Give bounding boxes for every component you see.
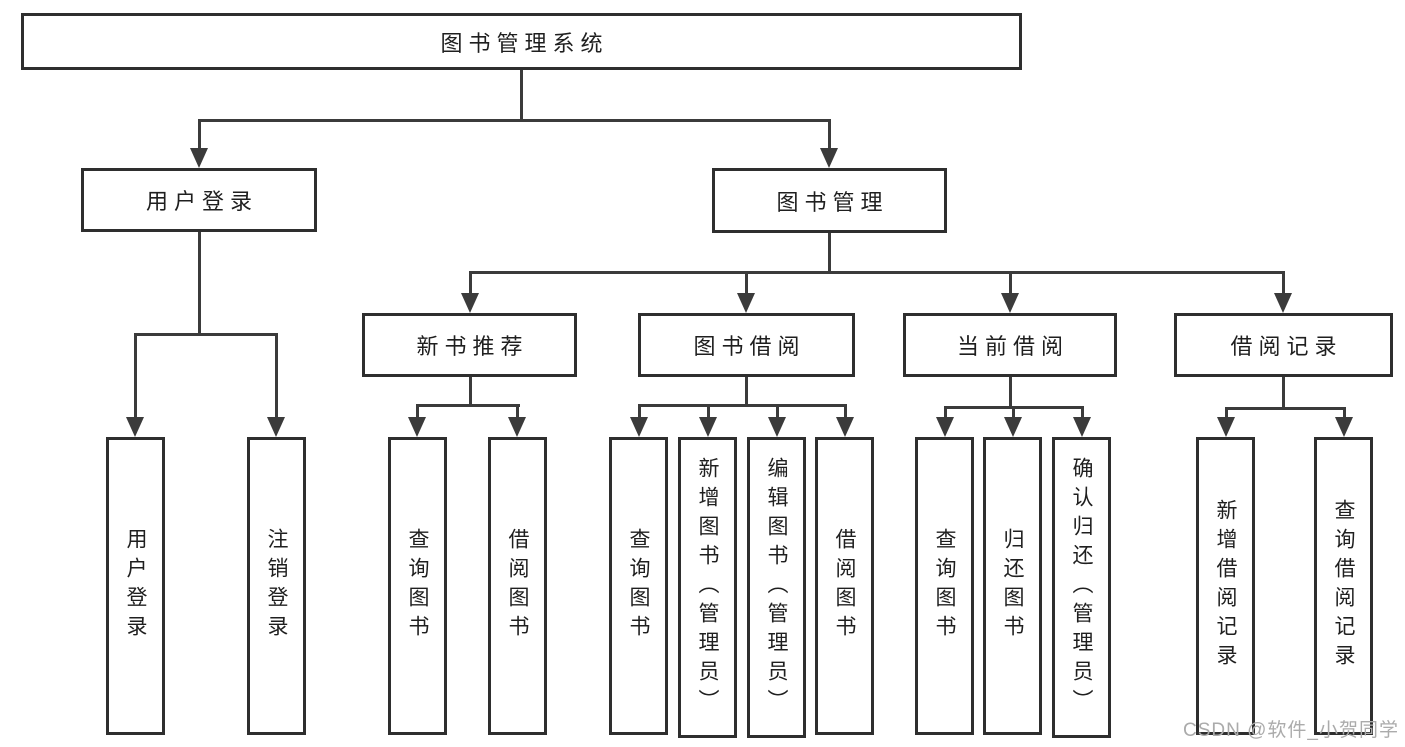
node-leaf-borrow-book-1-label: 借阅图书 (506, 528, 529, 644)
node-new-book-rec-label: 新书推荐 (416, 334, 529, 359)
arrowhead-icon (737, 293, 755, 313)
node-user-login: 用户登录 (81, 168, 317, 232)
node-leaf-query-book-1: 查询图书 (388, 437, 447, 735)
connector-line (1282, 377, 1285, 409)
node-new-book-rec: 新书推荐 (362, 313, 577, 377)
connector-line (1225, 407, 1346, 410)
connector-line (416, 404, 520, 407)
connector-line (416, 404, 419, 417)
connector-line (944, 406, 947, 417)
node-current-borrow: 当前借阅 (903, 313, 1117, 377)
arrowhead-icon (1335, 417, 1353, 437)
connector-line (1225, 407, 1228, 417)
node-book-borrow-label: 图书借阅 (693, 334, 806, 359)
connector-line (1282, 271, 1285, 293)
connector-line (1009, 377, 1012, 408)
connector-line (469, 271, 1285, 274)
node-root-label: 图书管理系统 (440, 30, 609, 56)
node-leaf-confirm-return: 确认归还（管理员） (1052, 437, 1111, 738)
node-leaf-query-record: 查询借阅记录 (1314, 437, 1373, 735)
node-user-login-label: 用户登录 (145, 189, 258, 214)
connector-line (134, 333, 137, 417)
connector-line (516, 404, 519, 417)
node-book-mgmt-label: 图书管理 (776, 189, 889, 215)
node-leaf-user-login: 用户登录 (106, 437, 165, 735)
node-book-borrow: 图书借阅 (638, 313, 855, 377)
arrowhead-icon (936, 417, 954, 437)
node-leaf-query-book-2: 查询图书 (609, 437, 668, 735)
node-leaf-return-book: 归还图书 (983, 437, 1042, 735)
node-leaf-add-record: 新增借阅记录 (1196, 437, 1255, 735)
node-current-borrow-label: 当前借阅 (956, 334, 1069, 359)
connector-line (1343, 407, 1346, 417)
arrowhead-icon (836, 417, 854, 437)
arrowhead-icon (768, 417, 786, 437)
node-leaf-logout: 注销登录 (247, 437, 306, 735)
connector-line (707, 404, 710, 417)
node-leaf-add-book: 新增图书（管理员） (678, 437, 737, 738)
node-leaf-logout-label: 注销登录 (265, 528, 288, 644)
connector-line (844, 404, 847, 417)
node-leaf-query-book-3-label: 查询图书 (933, 528, 956, 644)
arrowhead-icon (1004, 417, 1022, 437)
csdn-watermark: CSDN @软件_小贺同学 (1183, 720, 1399, 741)
arrowhead-icon (1001, 293, 1019, 313)
node-leaf-query-book-2-label: 查询图书 (627, 528, 650, 644)
node-leaf-query-record-label: 查询借阅记录 (1332, 499, 1355, 673)
node-leaf-borrow-book-2-label: 借阅图书 (833, 528, 856, 644)
node-leaf-add-book-label: 新增图书（管理员） (696, 457, 719, 718)
connector-line (520, 70, 523, 122)
connector-line (198, 119, 831, 122)
node-leaf-edit-book-label: 编辑图书（管理员） (765, 457, 788, 718)
connector-line (745, 271, 748, 293)
connector-line (638, 404, 641, 417)
arrowhead-icon (1274, 293, 1292, 313)
node-leaf-add-record-label: 新增借阅记录 (1214, 499, 1237, 673)
connector-line (638, 404, 847, 407)
arrowhead-icon (508, 417, 526, 437)
connector-line (198, 119, 201, 150)
arrowhead-icon (630, 417, 648, 437)
arrowhead-icon (267, 417, 285, 437)
arrowhead-icon (699, 417, 717, 437)
arrowhead-icon (461, 293, 479, 313)
node-book-mgmt: 图书管理 (712, 168, 947, 233)
connector-line (776, 404, 779, 417)
node-leaf-query-book-3: 查询图书 (915, 437, 974, 735)
node-leaf-edit-book: 编辑图书（管理员） (747, 437, 806, 738)
arrowhead-icon (126, 417, 144, 437)
connector-line (745, 377, 748, 406)
arrowhead-icon (820, 148, 838, 168)
connector-line (828, 119, 831, 150)
node-leaf-confirm-return-label: 确认归还（管理员） (1070, 457, 1093, 718)
arrowhead-icon (190, 148, 208, 168)
arrowhead-icon (408, 417, 426, 437)
connector-line (198, 232, 201, 336)
arrowhead-icon (1217, 417, 1235, 437)
connector-line (1081, 406, 1084, 417)
connector-line (828, 233, 831, 273)
connector-line (1009, 271, 1012, 293)
node-borrow-record-label: 借阅记录 (1230, 334, 1343, 359)
connector-line (1012, 406, 1015, 417)
node-leaf-return-book-label: 归还图书 (1001, 528, 1024, 644)
connector-line (275, 333, 278, 417)
node-leaf-borrow-book-2: 借阅图书 (815, 437, 874, 735)
connector-line (469, 377, 472, 406)
node-leaf-user-login-label: 用户登录 (124, 528, 147, 644)
connector-line (134, 333, 278, 336)
node-leaf-query-book-1-label: 查询图书 (406, 528, 429, 644)
node-root: 图书管理系统 (21, 13, 1022, 70)
node-leaf-borrow-book-1: 借阅图书 (488, 437, 547, 735)
node-borrow-record: 借阅记录 (1174, 313, 1393, 377)
arrowhead-icon (1073, 417, 1091, 437)
connector-line (469, 271, 472, 293)
